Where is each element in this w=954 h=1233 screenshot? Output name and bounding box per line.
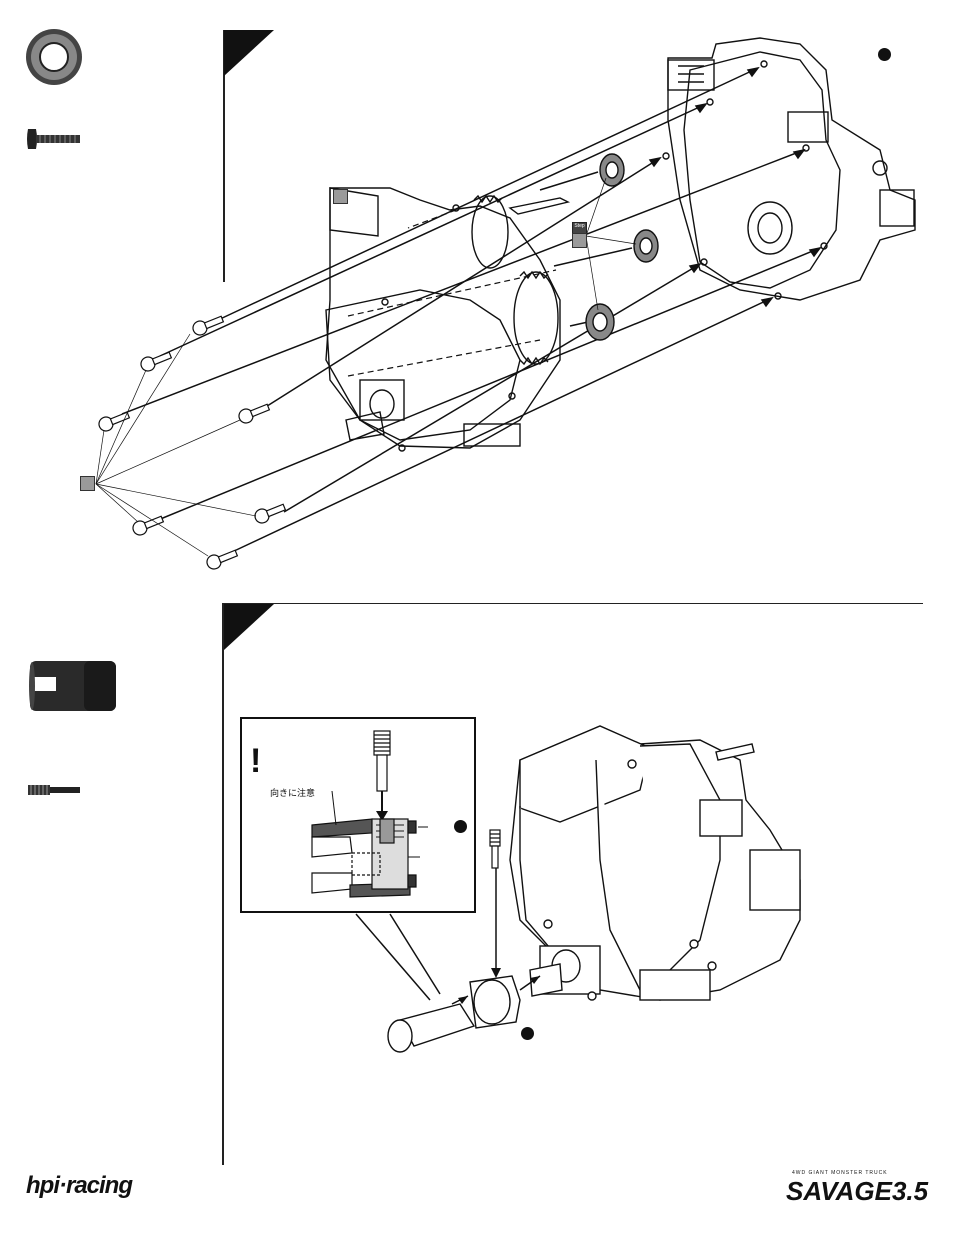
cup-callout-dot (521, 1027, 534, 1040)
step2-gearbox-diagram (0, 0, 954, 1160)
savage-logo: SAVAGE3.5 (786, 1176, 928, 1207)
hpi-racing-logo: hpi·racing (26, 1172, 132, 1200)
